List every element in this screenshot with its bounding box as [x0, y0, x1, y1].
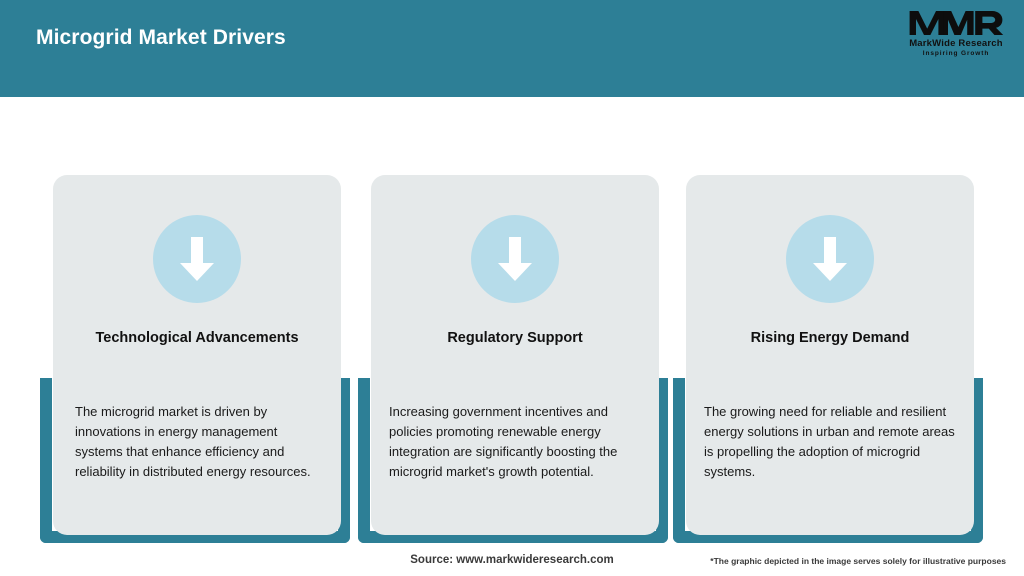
arrow-down-glyph	[813, 237, 847, 281]
logo-company-name: MarkWide Research	[909, 38, 1003, 49]
driver-column-3: Rising Energy Demand The growing need fo…	[673, 97, 983, 576]
header-bar: Microgrid Market Drivers MarkWide Resear…	[0, 0, 1024, 97]
page-title: Microgrid Market Drivers	[36, 26, 286, 49]
arrow-down-icon	[153, 215, 241, 303]
arrow-down-glyph	[180, 237, 214, 281]
driver-card-title: Rising Energy Demand	[750, 330, 910, 346]
driver-card-title: Technological Advancements	[95, 330, 299, 346]
driver-card-body: The microgrid market is driven by innova…	[75, 404, 311, 479]
source-label: Source: www.markwideresearch.com	[410, 554, 614, 566]
driver-card-2[interactable]: Regulatory Support Increasing government…	[371, 175, 659, 535]
driver-card-3[interactable]: Rising Energy Demand The growing need fo…	[686, 175, 974, 535]
company-logo: MarkWide Research Inspiring Growth	[904, 8, 1008, 64]
driver-card-1[interactable]: Technological Advancements The microgrid…	[53, 175, 341, 535]
drivers-board: Technological Advancements The microgrid…	[0, 97, 1024, 576]
driver-column-1: Technological Advancements The microgrid…	[40, 97, 350, 576]
logo-tagline: Inspiring Growth	[922, 50, 990, 57]
mwr-logo-icon	[909, 11, 1004, 35]
driver-column-2: Regulatory Support Increasing government…	[358, 97, 668, 576]
disclaimer-note: *The graphic depicted in the image serve…	[710, 556, 1006, 566]
card-bracket	[358, 378, 668, 543]
driver-card-body: The growing need for reliable and resili…	[704, 404, 955, 479]
arrow-down-icon	[786, 215, 874, 303]
driver-card-title: Regulatory Support	[447, 330, 583, 346]
arrow-down-glyph	[498, 237, 532, 281]
driver-card-body: Increasing government incentives and pol…	[389, 404, 618, 479]
arrow-down-icon	[471, 215, 559, 303]
